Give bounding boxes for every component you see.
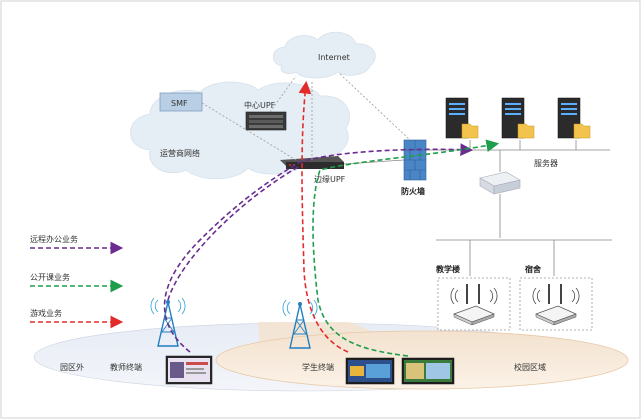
server-icon — [501, 97, 535, 139]
servers-label: 服务器 — [534, 158, 558, 168]
internet-label: Internet — [318, 53, 350, 62]
remote-office-flow — [163, 143, 474, 353]
base-station-tower-icon — [282, 299, 318, 349]
campus-area-label: 校园区域 — [514, 362, 546, 372]
student-terminal-label: 学生终端 — [302, 362, 334, 372]
legend-label-game: 游戏业务 — [30, 308, 62, 318]
dormitory-label: 宿舍 — [525, 264, 542, 274]
smf-box — [159, 92, 203, 112]
teacher-terminal-screen — [165, 355, 213, 385]
small-cell-icon — [450, 284, 498, 326]
server-icon — [557, 97, 591, 139]
smf-label: SMF — [171, 99, 188, 108]
firewall-label: 防火墙 — [401, 186, 425, 196]
firewall-icon — [403, 139, 427, 181]
game-flow — [298, 80, 349, 353]
outside-campus-label: 园区外 — [60, 362, 84, 372]
internet-cloud — [272, 31, 376, 79]
legend-label-remote-office: 远程办公业务 — [30, 234, 78, 244]
edge-upf-label: 边缘UPF — [314, 174, 346, 184]
teacher-terminal-label: 教师终端 — [110, 362, 142, 372]
remote-office-flow-segment — [167, 165, 301, 301]
legend-label-open-class: 公开课业务 — [30, 272, 70, 282]
legend: 远程办公业务 公开课业务 游戏业务 — [30, 234, 124, 329]
operator-network-label: 运营商网络 — [160, 148, 200, 158]
teaching-building-label: 教学楼 — [435, 264, 460, 274]
central-upf-label: 中心UPF — [244, 100, 276, 110]
student-terminal-screen — [345, 357, 395, 385]
server-icon — [445, 97, 479, 139]
control-links — [201, 73, 411, 161]
small-cell-icon — [532, 284, 580, 326]
student-terminal-screen — [401, 357, 455, 385]
switch-icon — [479, 171, 521, 195]
central-upf-device — [245, 111, 287, 131]
open-class-flow — [312, 139, 500, 357]
